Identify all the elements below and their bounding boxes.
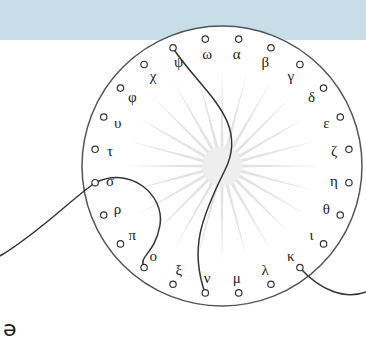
string <box>300 268 366 295</box>
hole <box>170 281 176 287</box>
hole <box>101 114 107 120</box>
letter-label: β <box>261 54 269 69</box>
letter-label: ψ <box>174 54 183 69</box>
ray <box>234 178 292 236</box>
letter-label: ι <box>310 227 314 242</box>
hole <box>346 180 352 186</box>
hole <box>346 146 352 152</box>
hole <box>92 146 98 152</box>
letter-label: ρ <box>114 202 122 217</box>
string <box>95 178 160 268</box>
letter-label: υ <box>114 115 121 130</box>
letter-label: σ <box>106 173 114 188</box>
hole <box>297 264 303 270</box>
letter-label: α <box>233 46 241 61</box>
letter-label: φ <box>128 90 137 105</box>
string <box>173 48 232 293</box>
hole <box>170 45 176 51</box>
hole <box>297 61 303 67</box>
letter-label: τ <box>107 144 113 159</box>
hole <box>320 85 326 91</box>
letter-label: κ <box>287 248 295 263</box>
hole <box>141 264 147 270</box>
ray <box>225 183 247 261</box>
ray <box>197 183 219 261</box>
letter-label: ω <box>202 46 212 61</box>
string <box>0 183 95 256</box>
letter-label: θ <box>323 202 330 217</box>
edge-text: ə <box>3 318 17 340</box>
ray <box>153 97 211 155</box>
sunburst-core <box>202 146 242 186</box>
hole <box>141 61 147 67</box>
letter-label: χ <box>150 69 157 84</box>
hole <box>268 45 274 51</box>
ray <box>127 141 205 163</box>
letter-label: λ <box>262 263 269 278</box>
hole <box>337 212 343 218</box>
ray <box>124 164 204 167</box>
letter-label: ο <box>149 248 157 263</box>
ray <box>127 169 205 191</box>
strings <box>0 48 366 295</box>
letter-label: ξ <box>175 263 182 278</box>
hole <box>236 36 242 42</box>
hole <box>117 85 123 91</box>
letter-label: ζ <box>331 144 337 159</box>
hole <box>268 281 274 287</box>
letter-label: δ <box>308 90 315 105</box>
ray <box>234 97 292 155</box>
hole <box>236 290 242 296</box>
letter-label: η <box>330 173 338 188</box>
hole <box>101 212 107 218</box>
letter-label: μ <box>233 271 241 286</box>
letter-label: π <box>129 227 137 242</box>
letter-label: ν <box>204 271 211 286</box>
hole <box>202 36 208 42</box>
hole <box>92 180 98 186</box>
ray <box>239 169 317 191</box>
ray <box>220 68 223 148</box>
ray <box>220 184 223 264</box>
disc-outline <box>82 26 362 306</box>
letter-label: γ <box>287 69 294 84</box>
ray <box>225 71 247 149</box>
ray <box>239 141 317 163</box>
ray <box>240 164 320 167</box>
hole <box>117 241 123 247</box>
hole <box>320 241 326 247</box>
letter-label: ε <box>323 115 329 130</box>
holes <box>92 36 352 296</box>
sunburst <box>124 68 320 264</box>
hole <box>337 114 343 120</box>
hole <box>202 290 208 296</box>
